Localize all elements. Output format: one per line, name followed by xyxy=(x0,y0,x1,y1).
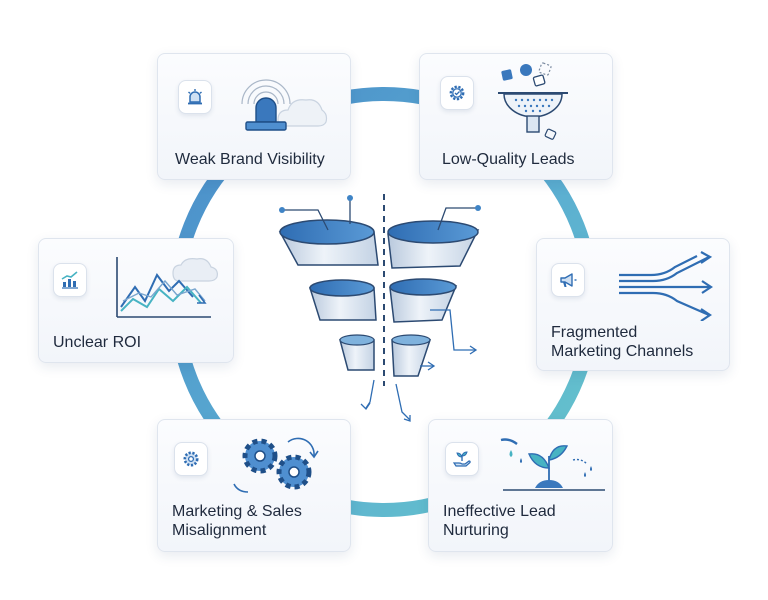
gear-check-icon xyxy=(449,85,465,101)
card-label: Fragmented Marketing Channels xyxy=(551,324,694,360)
diverging-arrows-illustration xyxy=(619,251,713,321)
gear-icon xyxy=(183,451,199,467)
beacon-cloud-illustration xyxy=(241,79,328,131)
card-fragmented-channels: Fragmented Marketing Channels xyxy=(536,238,730,371)
misaligned-gears-illustration xyxy=(233,437,319,493)
broken-funnel-illustration xyxy=(278,194,481,422)
siren-icon xyxy=(188,89,202,105)
card-label: Unclear ROI xyxy=(53,334,142,351)
gear-icon-badge xyxy=(174,442,208,476)
bar-chart-icon xyxy=(61,271,78,289)
megaphone-icon-badge xyxy=(551,263,585,297)
card-label: Weak Brand Visibility xyxy=(175,151,325,168)
megaphone-icon xyxy=(560,273,577,287)
siren-icon-badge xyxy=(178,80,212,114)
card-label: Low-Quality Leads xyxy=(442,151,575,168)
hand-plant-icon xyxy=(452,451,471,467)
card-sales-misalignment: Marketing & Sales Misalignment xyxy=(157,419,351,552)
card-ineffective-nurturing: Ineffective Lead Nurturing xyxy=(428,419,613,552)
card-unclear-roi: Unclear ROI xyxy=(38,238,234,363)
volatile-line-chart-illustration xyxy=(116,257,218,318)
hand-plant-icon-badge xyxy=(445,442,479,476)
sieve-funnel-illustration xyxy=(498,62,568,140)
card-low-quality-leads: Low-Quality Leads xyxy=(419,53,613,180)
card-label: Marketing & Sales Misalignment xyxy=(172,503,302,539)
gear-check-icon-badge xyxy=(440,76,474,110)
bar-chart-icon-badge xyxy=(53,263,87,297)
card-label: Ineffective Lead Nurturing xyxy=(443,503,556,539)
watering-sprout-illustration xyxy=(500,438,605,491)
card-weak-brand-visibility: Weak Brand Visibility xyxy=(157,53,351,180)
